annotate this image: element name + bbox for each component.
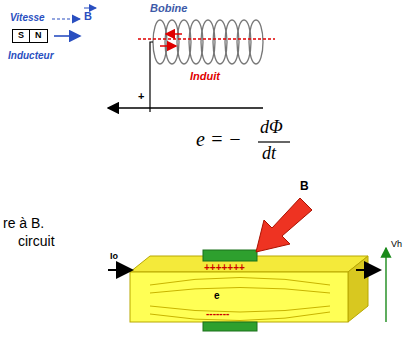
speed-label: Vitesse xyxy=(10,12,45,23)
magnet-box: SN xyxy=(12,29,48,43)
coil-label: Bobine xyxy=(150,2,187,14)
current-arrow xyxy=(160,45,176,47)
charge-signs: +++++++ xyxy=(204,262,245,273)
field-line xyxy=(138,38,275,39)
pole-letter: S xyxy=(13,30,29,42)
output-arrow xyxy=(356,269,380,271)
lead-wire xyxy=(150,42,153,112)
voltage-label: Vh xyxy=(391,240,402,250)
cropped-text: re à B. xyxy=(3,216,44,231)
slab-front xyxy=(130,272,348,322)
equation-numerator: dΦ xyxy=(260,118,283,138)
equation-lhs: e = − xyxy=(196,128,242,150)
equation-denominator: dt xyxy=(262,144,276,164)
field-arrow xyxy=(166,33,182,35)
motion-arrow xyxy=(54,35,80,37)
dashed-arrow xyxy=(52,18,80,19)
fraction-bar xyxy=(258,141,290,142)
armature-label: Induit xyxy=(190,70,220,82)
pole-letter: N xyxy=(29,30,47,42)
input-arrow xyxy=(108,269,132,271)
emf-arrow xyxy=(108,107,263,108)
vector-arrow xyxy=(84,8,96,9)
current-lines xyxy=(150,278,330,321)
electron-label: e xyxy=(214,290,220,301)
slab-side xyxy=(348,256,368,322)
polarity-sign: + xyxy=(138,90,144,102)
current-label: Io xyxy=(110,252,118,262)
field-symbol: B xyxy=(84,10,92,22)
field-arrow-3d xyxy=(256,198,312,252)
field-symbol: B xyxy=(300,180,309,193)
bottom-contact xyxy=(203,322,257,331)
charge-signs: ------- xyxy=(206,308,229,319)
coil xyxy=(153,20,263,64)
voltage-arrow xyxy=(385,248,386,322)
top-contact xyxy=(203,250,257,261)
cropped-text: circuit xyxy=(18,234,55,249)
inductor-label: Inducteur xyxy=(8,50,54,61)
